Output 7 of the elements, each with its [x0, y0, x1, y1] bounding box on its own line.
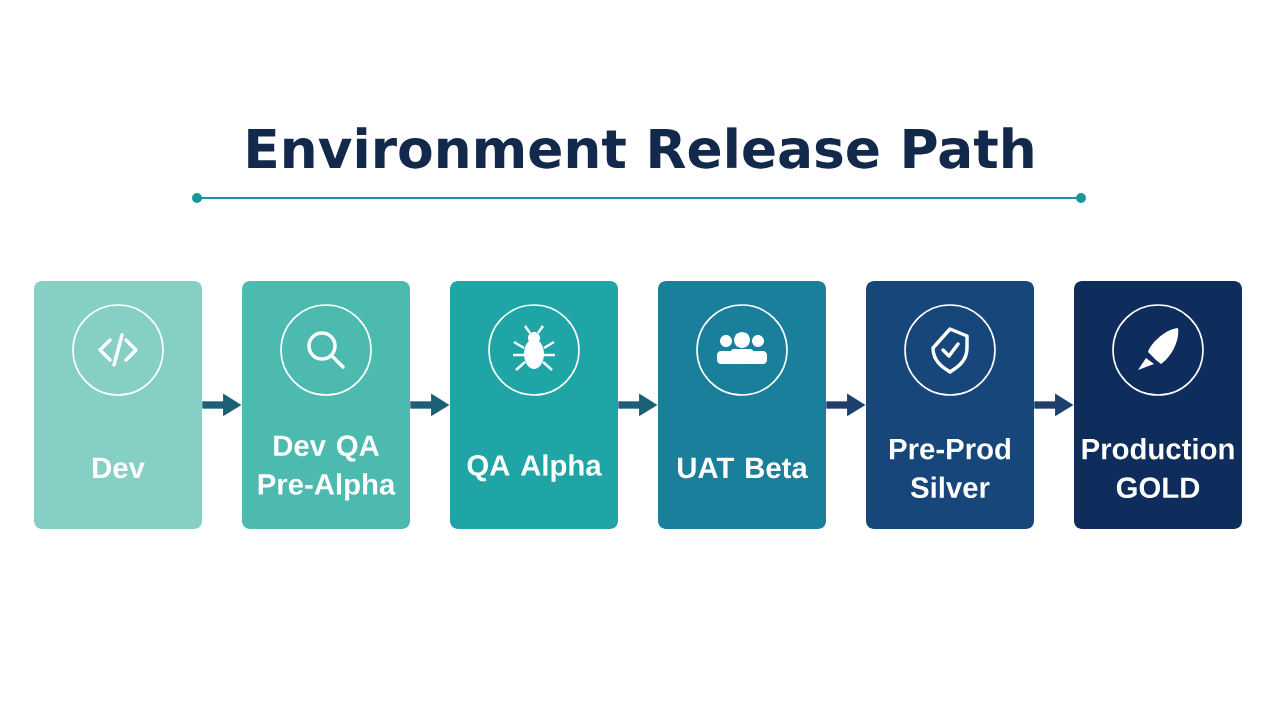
stage-box: UAT Beta	[658, 281, 826, 529]
stage-box: Dev	[34, 281, 202, 529]
title: Environment Release Path	[248, 127, 1033, 169]
stage-box: Production GOLD	[1074, 281, 1242, 529]
stage-box: Dev QA Pre-Alpha	[242, 281, 410, 529]
stage-box: QA Alpha	[450, 281, 618, 529]
stage-box: Pre-Prod Silver	[866, 281, 1034, 529]
